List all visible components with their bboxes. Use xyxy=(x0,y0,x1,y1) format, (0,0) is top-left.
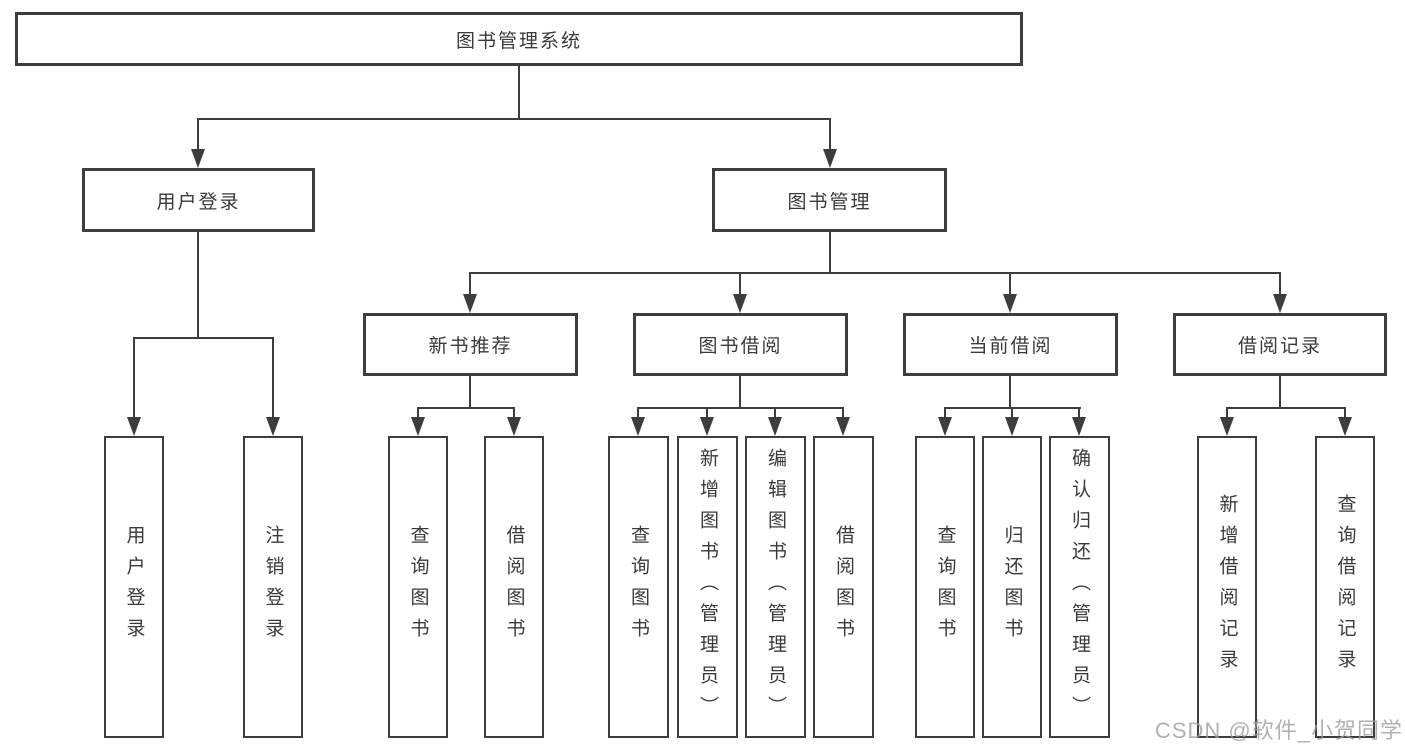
leaf-current-return: 归还图书 xyxy=(982,436,1042,738)
leaf-user-login: 用户登录 xyxy=(104,436,164,738)
leaf-record-query: 查询借阅记录 xyxy=(1315,436,1375,738)
node-new-book-recommend: 新书推荐 xyxy=(363,313,578,376)
leaf-logout-label: 注销登录 xyxy=(262,525,284,649)
node-root: 图书管理系统 xyxy=(15,12,1023,66)
connector-line xyxy=(739,376,741,407)
connector-line xyxy=(469,272,471,295)
connector-line xyxy=(417,407,515,409)
leaf-borrow-query: 查询图书 xyxy=(608,436,669,738)
connector-line xyxy=(1226,407,1346,409)
connector-line xyxy=(842,407,844,418)
connector-line xyxy=(706,407,708,418)
connector-line xyxy=(829,118,831,150)
leaf-borrow-query-label: 查询图书 xyxy=(628,525,649,649)
connector-line xyxy=(1279,272,1281,295)
connector-line xyxy=(197,232,199,337)
connector-line xyxy=(197,118,831,120)
leaf-record-add: 新增借阅记录 xyxy=(1197,436,1257,738)
connector-line xyxy=(1011,407,1013,418)
connector-line xyxy=(637,407,844,409)
leaf-user-login-label: 用户登录 xyxy=(123,525,145,649)
connector-arrow xyxy=(266,417,280,436)
connector-arrow xyxy=(700,417,714,436)
leaf-borrow-add-book: 新增图书（管理员） xyxy=(677,436,738,738)
leaf-borrow-edit-book-label: 编辑图书（管理员） xyxy=(765,447,786,727)
connector-line xyxy=(417,407,419,418)
leaf-record-add-label: 新增借阅记录 xyxy=(1216,494,1238,680)
leaf-logout: 注销登录 xyxy=(243,436,303,738)
connector-arrow xyxy=(1273,294,1287,313)
node-book-management: 图书管理 xyxy=(712,168,947,232)
connector-arrow xyxy=(1003,294,1017,313)
connector-arrow xyxy=(823,149,837,168)
node-book-borrow-label: 图书借阅 xyxy=(698,336,783,357)
connector-arrow xyxy=(631,417,645,436)
node-new-book-recommend-label: 新书推荐 xyxy=(428,336,513,357)
node-current-borrow: 当前借阅 xyxy=(903,313,1118,376)
node-current-borrow-label: 当前借阅 xyxy=(968,336,1053,357)
leaf-record-query-label: 查询借阅记录 xyxy=(1334,494,1356,680)
connector-line xyxy=(197,118,199,150)
leaf-borrow-borrow-book-label: 借阅图书 xyxy=(833,525,854,649)
leaf-newbook-query: 查询图书 xyxy=(388,436,448,738)
connector-arrow xyxy=(1338,417,1352,436)
connector-arrow xyxy=(1072,417,1086,436)
leaf-borrow-borrow-book: 借阅图书 xyxy=(813,436,874,738)
leaf-current-return-label: 归还图书 xyxy=(1001,525,1023,649)
connector-line xyxy=(1279,376,1281,407)
connector-arrow xyxy=(1220,417,1234,436)
connector-line xyxy=(1009,272,1011,295)
node-book-management-label: 图书管理 xyxy=(787,191,872,213)
node-borrow-record: 借阅记录 xyxy=(1173,313,1387,376)
connector-arrow xyxy=(836,417,850,436)
connector-arrow xyxy=(191,149,205,168)
node-user-login-label: 用户登录 xyxy=(156,191,241,213)
leaf-current-query-label: 查询图书 xyxy=(934,525,956,649)
connector-line xyxy=(513,407,515,418)
connector-arrow xyxy=(733,294,747,313)
connector-line xyxy=(133,337,274,339)
connector-line xyxy=(1344,407,1346,418)
connector-line xyxy=(133,337,135,417)
node-root-label: 图书管理系统 xyxy=(455,30,582,52)
leaf-newbook-query-label: 查询图书 xyxy=(407,525,429,649)
leaf-current-confirm-return-label: 确认归还（管理员） xyxy=(1069,447,1090,727)
leaf-newbook-borrow-label: 借阅图书 xyxy=(503,525,525,649)
connector-arrow xyxy=(463,294,477,313)
connector-line xyxy=(637,407,639,418)
connector-line xyxy=(739,272,741,295)
connector-arrow xyxy=(768,417,782,436)
connector-line xyxy=(518,66,520,120)
node-borrow-record-label: 借阅记录 xyxy=(1237,336,1322,357)
connector-line xyxy=(469,376,471,407)
connector-line xyxy=(469,272,1281,274)
node-book-borrow: 图书借阅 xyxy=(633,313,848,376)
node-user-login: 用户登录 xyxy=(82,168,315,232)
connector-arrow xyxy=(507,417,521,436)
connector-line xyxy=(944,407,946,418)
connector-arrow xyxy=(1005,417,1019,436)
leaf-current-confirm-return: 确认归还（管理员） xyxy=(1049,436,1110,738)
connector-line xyxy=(774,407,776,418)
leaf-borrow-edit-book: 编辑图书（管理员） xyxy=(745,436,806,738)
leaf-newbook-borrow: 借阅图书 xyxy=(484,436,544,738)
leaf-current-query: 查询图书 xyxy=(915,436,975,738)
connector-arrow xyxy=(127,417,141,436)
connector-line xyxy=(272,337,274,417)
leaf-borrow-add-book-label: 新增图书（管理员） xyxy=(697,447,718,727)
connector-arrow xyxy=(411,417,425,436)
connector-line xyxy=(1226,407,1228,418)
csdn-watermark: CSDN @软件_小贺同学 xyxy=(1154,718,1403,743)
connector-line xyxy=(1009,376,1011,407)
connector-line xyxy=(829,232,831,272)
connector-arrow xyxy=(938,417,952,436)
connector-line xyxy=(1078,407,1080,418)
